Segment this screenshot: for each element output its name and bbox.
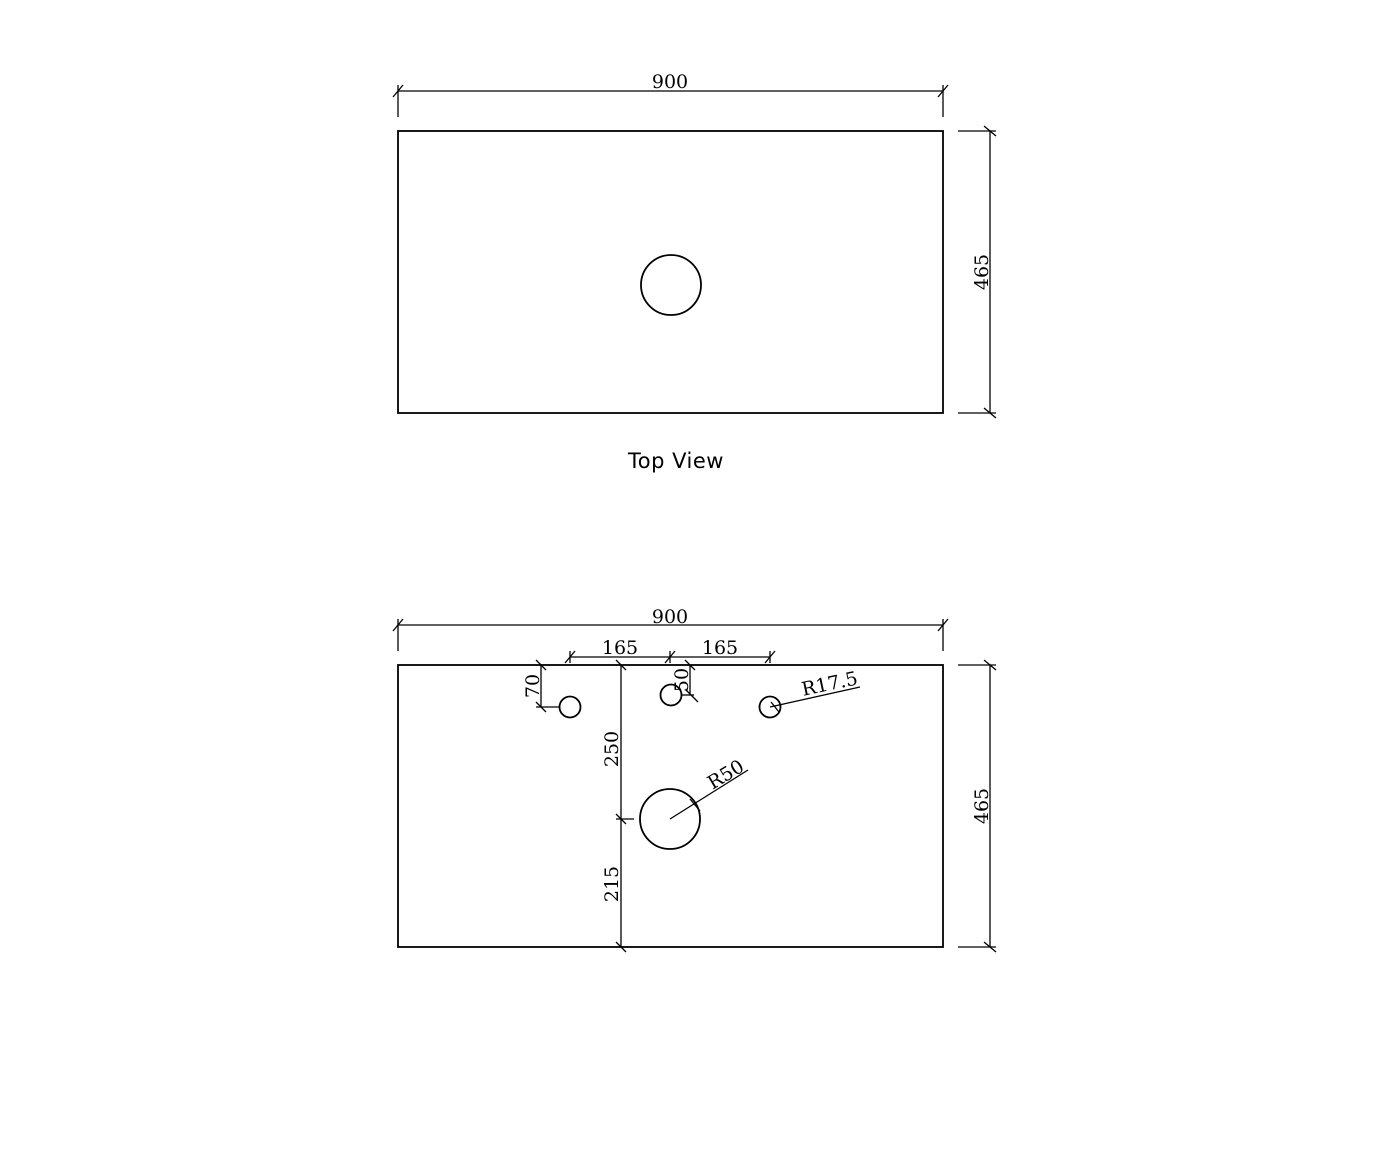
top-width-dimension: 900 bbox=[392, 71, 949, 117]
lower-vertical-label: 215 bbox=[601, 866, 623, 902]
center-hole-offset-dimension: 50 bbox=[671, 659, 699, 703]
center-hole-offset-label: 50 bbox=[671, 668, 693, 692]
left-tap-hole bbox=[558, 695, 582, 719]
tap-radius-label: R17.5 bbox=[800, 667, 860, 700]
top-width-label: 900 bbox=[652, 71, 688, 93]
bottom-width-dimension: 900 bbox=[392, 606, 949, 651]
left-hole-offset-label: 70 bbox=[522, 674, 544, 698]
spacing-left-label: 165 bbox=[602, 637, 638, 659]
basin-radius-label: R50 bbox=[704, 756, 748, 795]
vertical-center-dimension: 250 215 bbox=[601, 659, 634, 953]
bottom-view: 900 465 165 165 bbox=[392, 606, 997, 953]
upper-vertical-label: 250 bbox=[601, 731, 623, 767]
top-view-outline bbox=[397, 130, 944, 414]
top-view-caption: Top View bbox=[627, 449, 724, 473]
top-height-label: 465 bbox=[971, 254, 993, 290]
basin-hole bbox=[639, 788, 701, 850]
bottom-view-outline bbox=[397, 664, 944, 948]
bottom-height-dimension: 465 bbox=[958, 659, 997, 953]
top-view-basin-hole bbox=[640, 254, 702, 316]
tap-radius-leader: R17.5 bbox=[769, 667, 861, 713]
center-tap-hole bbox=[659, 683, 683, 707]
top-view: 900 465 Top View bbox=[392, 71, 997, 473]
bottom-height-label: 465 bbox=[971, 788, 993, 824]
top-height-dimension: 465 bbox=[958, 125, 997, 419]
hole-spacing-dimension: 165 165 bbox=[564, 637, 776, 664]
basin-radius-leader: R50 bbox=[669, 756, 749, 820]
right-tap-hole bbox=[758, 695, 782, 719]
spacing-right-label: 165 bbox=[702, 637, 738, 659]
left-hole-offset-dimension: 70 bbox=[522, 659, 560, 713]
bottom-width-label: 900 bbox=[652, 606, 688, 628]
